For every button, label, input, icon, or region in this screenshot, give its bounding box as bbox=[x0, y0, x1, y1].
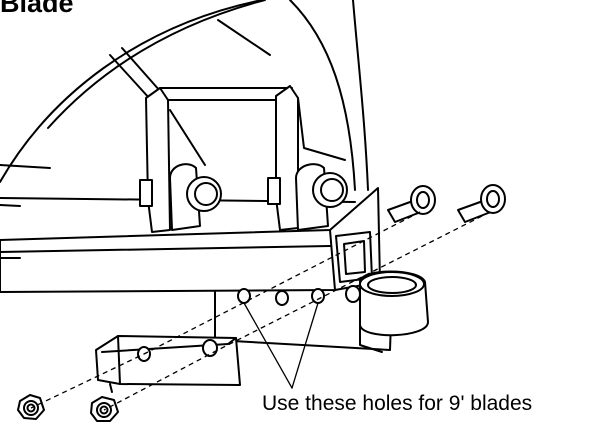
mounting-hole bbox=[311, 288, 325, 304]
carriage-bolt-1 bbox=[387, 185, 436, 223]
hinge-pivot-circle bbox=[186, 176, 222, 212]
mounting-hole bbox=[275, 290, 289, 306]
section-heading: Blade bbox=[0, 0, 74, 18]
hinge-pivot-circle bbox=[312, 172, 348, 208]
bracket-hole bbox=[202, 339, 218, 357]
hinge-bracket-right bbox=[267, 85, 348, 231]
hex-nut-1 bbox=[17, 394, 45, 420]
hinge-bracket-left bbox=[139, 87, 293, 233]
holes-callout-label: Use these holes for 9' blades bbox=[262, 392, 533, 415]
carriage-bolt-2 bbox=[457, 184, 506, 223]
callout-pointers bbox=[243, 302, 319, 389]
ring-mount bbox=[359, 270, 429, 337]
mounting-hole bbox=[345, 285, 361, 303]
backing-bracket bbox=[95, 335, 241, 393]
hex-nut-2 bbox=[90, 396, 119, 422]
blade-frame-rail bbox=[0, 187, 381, 293]
alignment-lines bbox=[30, 211, 491, 411]
